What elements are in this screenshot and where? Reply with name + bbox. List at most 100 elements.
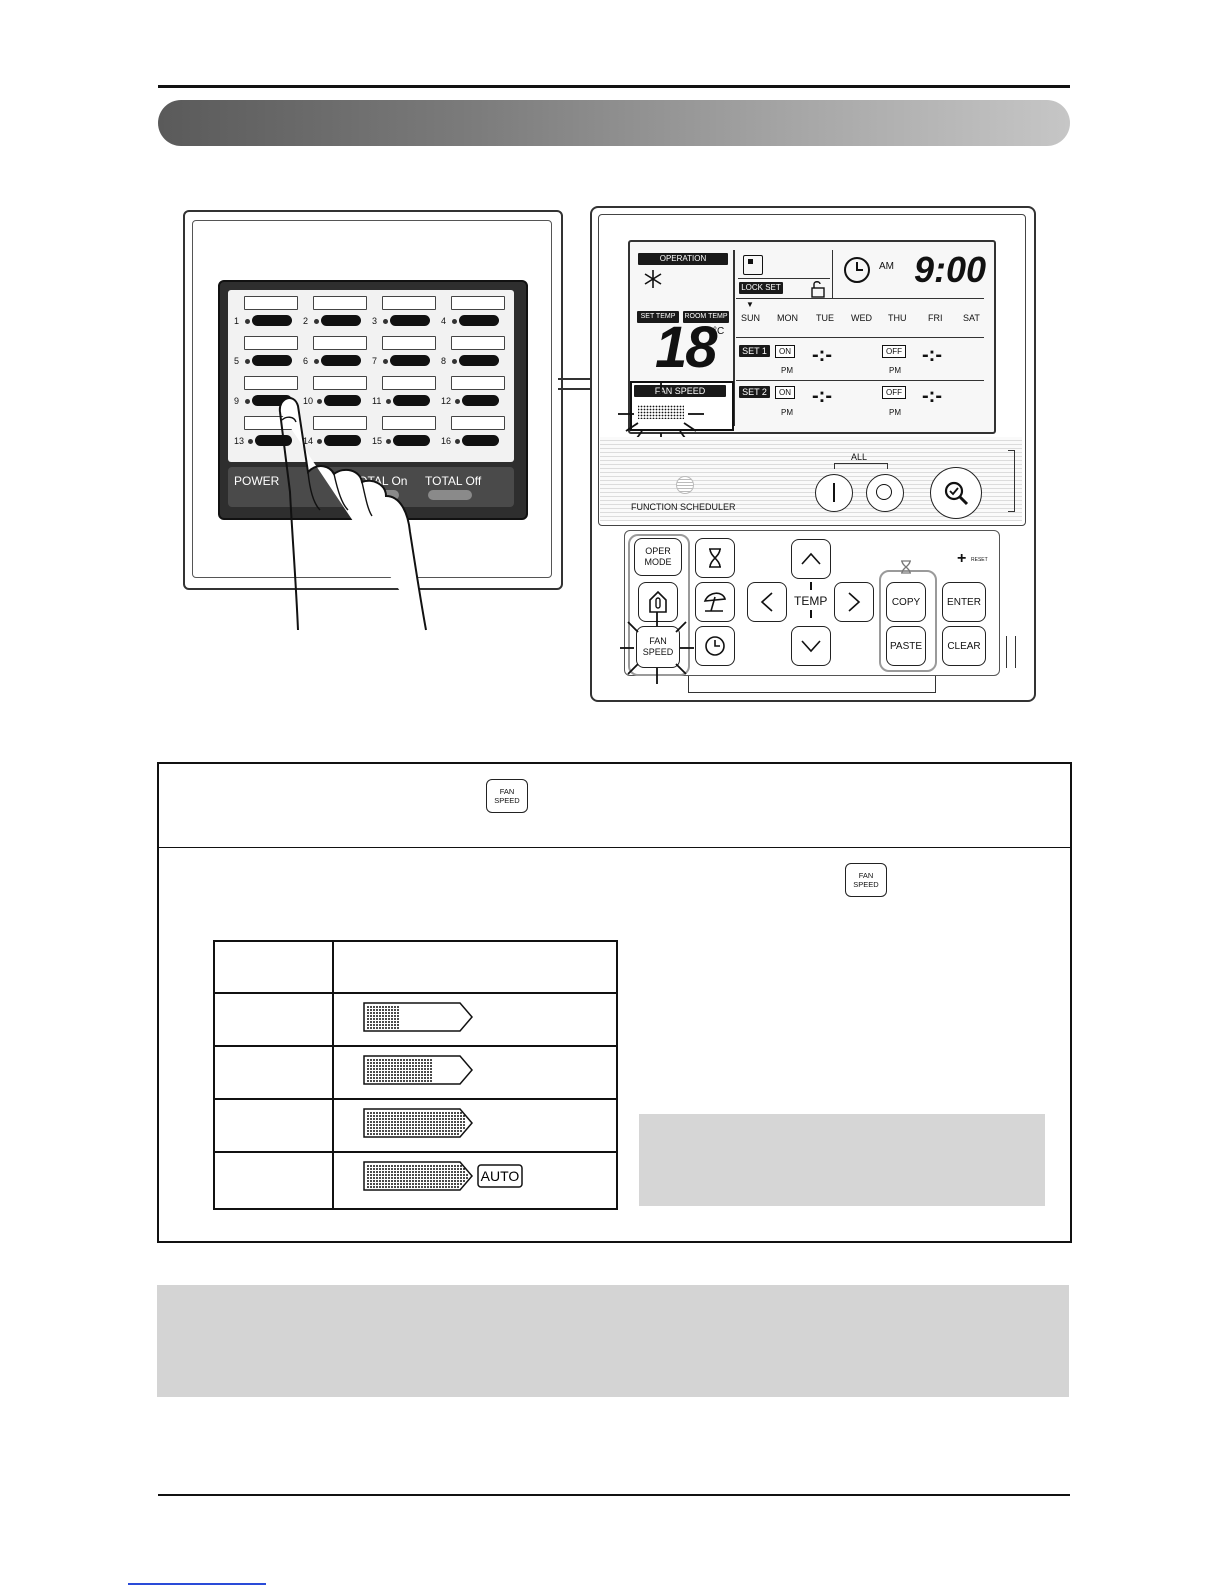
zone-toggle[interactable] <box>393 435 430 446</box>
footer-link-underline[interactable] <box>128 1583 266 1585</box>
paste-key[interactable]: PASTE <box>886 626 926 666</box>
speed-dot <box>463 1171 465 1173</box>
reset-label: RESET <box>971 557 988 563</box>
zone-toggle[interactable] <box>324 395 361 406</box>
speed-dot <box>388 1024 390 1026</box>
zone-button-16[interactable]: 16 <box>441 416 505 454</box>
speed-dot <box>451 1112 453 1114</box>
zone-toggle[interactable] <box>321 355 361 366</box>
speed-dot <box>388 1171 390 1173</box>
speed-dot <box>370 1130 372 1132</box>
speed-dot <box>367 1174 369 1176</box>
zone-toggle[interactable] <box>462 395 499 406</box>
speed-dot <box>433 1177 435 1179</box>
temp-down-key[interactable] <box>791 626 831 666</box>
zone-button-10[interactable]: 10 <box>303 376 367 414</box>
zone-toggle[interactable] <box>252 395 292 406</box>
temp-right-key[interactable] <box>834 582 874 622</box>
zone-toggle[interactable] <box>324 435 361 446</box>
clear-key[interactable]: CLEAR <box>942 626 986 666</box>
speed-dot <box>412 1177 414 1179</box>
copy-key[interactable]: COPY <box>886 582 926 622</box>
speed-dot <box>442 1183 444 1185</box>
zone-button-6[interactable]: 6 <box>303 336 367 374</box>
speed-dot <box>391 1165 393 1167</box>
zone-button-14[interactable]: 14 <box>303 416 367 454</box>
speed-dot <box>433 1124 435 1126</box>
all-on-button[interactable] <box>815 474 853 512</box>
speed-dot <box>436 1127 438 1129</box>
zone-button-7[interactable]: 7 <box>372 336 436 374</box>
speed-dot <box>412 1168 414 1170</box>
speed-dot <box>394 1183 396 1185</box>
speed-dot <box>409 1130 411 1132</box>
zone-toggle[interactable] <box>459 315 499 326</box>
zone-toggle[interactable] <box>390 355 430 366</box>
enter-key[interactable]: ENTER <box>942 582 986 622</box>
speed-dot <box>418 1115 420 1117</box>
speed-dot <box>436 1180 438 1182</box>
speed-dot <box>415 1080 417 1082</box>
zone-name-field <box>451 416 505 430</box>
set1-on-time: -:- <box>812 344 832 366</box>
speed-dot <box>430 1074 432 1076</box>
zone-button-1[interactable]: 1 <box>234 296 298 334</box>
speed-dot <box>424 1118 426 1120</box>
zone-button-9[interactable]: 9 <box>234 376 298 414</box>
zone-toggle[interactable] <box>252 315 292 326</box>
zone-button-8[interactable]: 8 <box>441 336 505 374</box>
zone-toggle[interactable] <box>252 355 292 366</box>
zone-button-11[interactable]: 11 <box>372 376 436 414</box>
zone-button-2[interactable]: 2 <box>303 296 367 334</box>
speed-dot <box>373 1168 375 1170</box>
speed-dot <box>391 1080 393 1082</box>
zone-button-12[interactable]: 12 <box>441 376 505 414</box>
temp-left-key[interactable] <box>747 582 787 622</box>
speed-dot <box>439 1183 441 1185</box>
zone-button-15[interactable]: 15 <box>372 416 436 454</box>
speed-dot <box>436 1118 438 1120</box>
timer-key[interactable] <box>695 538 735 578</box>
thermometer-home-icon <box>649 590 667 613</box>
speed-dot <box>448 1168 450 1170</box>
speed-dot <box>391 1012 393 1014</box>
zone-button-5[interactable]: 5 <box>234 336 298 374</box>
zone-toggle[interactable] <box>390 315 430 326</box>
speed-dot <box>394 1080 396 1082</box>
zone-toggle[interactable] <box>459 355 499 366</box>
zone-toggle[interactable] <box>462 435 499 446</box>
speed-dot <box>451 1180 453 1182</box>
zone-toggle[interactable] <box>393 395 430 406</box>
room-temp-key[interactable] <box>638 582 678 622</box>
temp-up-key[interactable] <box>791 539 831 579</box>
function-scheduler-label: FUNCTION SCHEDULER <box>631 502 736 512</box>
zone-button-3[interactable]: 3 <box>372 296 436 334</box>
speed-dot <box>385 1027 387 1029</box>
clock-key[interactable] <box>695 626 735 666</box>
speed-dot <box>448 1118 450 1120</box>
speed-dot <box>400 1118 402 1120</box>
speed-dot <box>412 1124 414 1126</box>
speed-dot <box>445 1115 447 1117</box>
temp-unit: °C <box>713 326 725 337</box>
speed-dot <box>442 1130 444 1132</box>
speed-dot <box>370 1009 372 1011</box>
set2-on-pm: PM <box>781 408 793 417</box>
all-off-button[interactable] <box>866 474 904 512</box>
zone-toggle[interactable] <box>321 315 361 326</box>
total-off-button[interactable] <box>428 490 472 500</box>
zone-button-4[interactable]: 4 <box>441 296 505 334</box>
vacation-key[interactable] <box>695 582 735 622</box>
zone-toggle[interactable] <box>255 435 292 446</box>
speed-dot <box>457 1186 459 1188</box>
speed-dot <box>373 1059 375 1061</box>
speed-dot <box>385 1009 387 1011</box>
speed-dot <box>409 1062 411 1064</box>
speed-dot <box>406 1177 408 1179</box>
search-button[interactable] <box>930 467 982 519</box>
speed-dot <box>397 1021 399 1023</box>
zone-number: 12 <box>441 396 452 406</box>
